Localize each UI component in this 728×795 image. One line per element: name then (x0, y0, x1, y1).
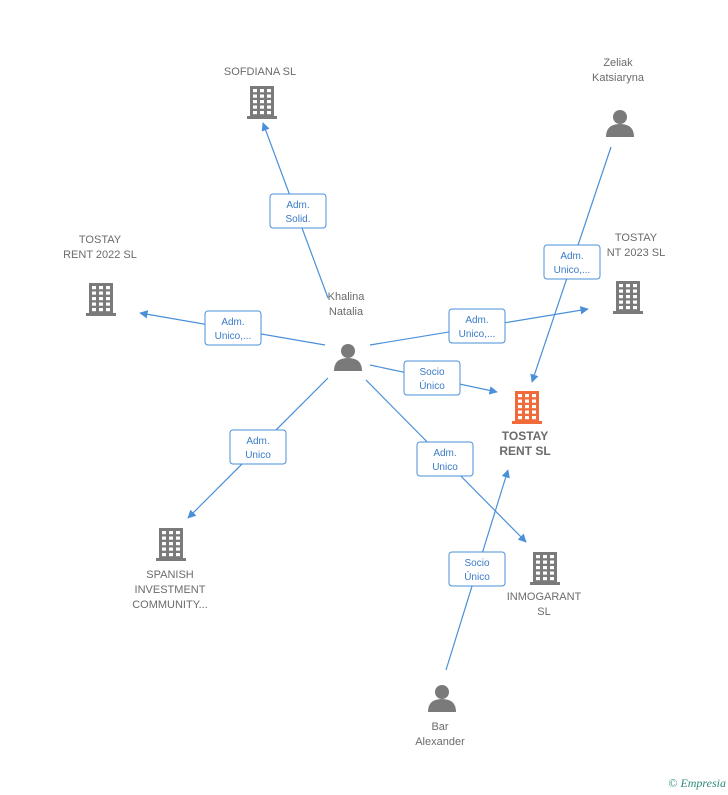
role-text: Adm. (221, 317, 244, 328)
copyright-symbol: © (668, 776, 678, 790)
role-badge-zeliak-tostayrent[interactable]: Adm. Unico,... (543, 244, 601, 280)
role-badge-khalina-tostay2023[interactable]: Adm. Unico,... (448, 308, 506, 344)
role-text: Único (419, 379, 445, 392)
node-label: RENT SL (499, 444, 550, 458)
building-icon (613, 281, 643, 314)
node-tostay2022[interactable]: TOSTAY RENT 2022 SL (63, 234, 137, 316)
person-icon (428, 685, 456, 712)
role-text: Solid. (285, 214, 310, 225)
node-label: TOSTAY (615, 232, 658, 244)
role-text: Socio (464, 558, 489, 569)
role-badge-khalina-inmogarant[interactable]: Adm. Unico (416, 441, 474, 477)
role-text: Único (464, 570, 490, 583)
role-badge-khalina-tostay2022[interactable]: Adm. Unico,... (204, 310, 262, 346)
building-icon (86, 283, 116, 316)
empresia-watermark: ©Empresia (668, 776, 726, 791)
role-text: Unico,... (459, 329, 496, 340)
node-label: Katsiaryna (592, 72, 645, 84)
role-text: Unico (432, 462, 458, 473)
node-tostay2023[interactable]: TOSTAY NT 2023 SL (607, 232, 666, 314)
node-label: SPANISH (146, 569, 194, 581)
role-text: Unico,... (215, 331, 252, 342)
role-text: Adm. (286, 200, 309, 211)
role-text: Adm. (246, 436, 269, 447)
node-label: Zeliak (603, 57, 633, 69)
node-label: TOSTAY (502, 429, 548, 443)
person-icon (606, 110, 634, 137)
node-label: INVESTMENT (135, 584, 206, 596)
node-label: Natalia (329, 306, 364, 318)
role-text: Adm. (433, 448, 456, 459)
role-text: Unico,... (554, 265, 591, 276)
node-label: COMMUNITY... (132, 599, 208, 611)
building-icon (512, 391, 542, 424)
role-text: Adm. (465, 315, 488, 326)
node-label: TOSTAY (79, 234, 122, 246)
node-label: SOFDIANA SL (224, 66, 296, 78)
node-inmogarant[interactable]: INMOGARANT SL (507, 552, 582, 618)
node-sofdiana[interactable]: SOFDIANA SL (224, 66, 296, 119)
building-icon (530, 552, 560, 585)
brand-name: Empresia (680, 776, 726, 790)
node-spanish[interactable]: SPANISH INVESTMENT COMMUNITY... (132, 528, 208, 611)
role-badge-khalina-spanish[interactable]: Adm. Unico (229, 429, 287, 465)
node-label: Khalina (328, 291, 366, 303)
node-label: INMOGARANT (507, 591, 582, 603)
building-icon (156, 528, 186, 561)
person-icon (334, 344, 362, 371)
role-text: Unico (245, 450, 271, 461)
node-label: SL (537, 606, 550, 618)
node-label: Alexander (415, 736, 465, 748)
role-text: Socio (419, 367, 444, 378)
role-text: Adm. (560, 251, 583, 262)
building-icon (247, 86, 277, 119)
node-label: RENT 2022 SL (63, 249, 137, 261)
role-badge-khalina-sofdiana[interactable]: Adm. Solid. (269, 193, 327, 229)
node-label: NT 2023 SL (607, 247, 666, 259)
node-label: Bar (431, 721, 448, 733)
